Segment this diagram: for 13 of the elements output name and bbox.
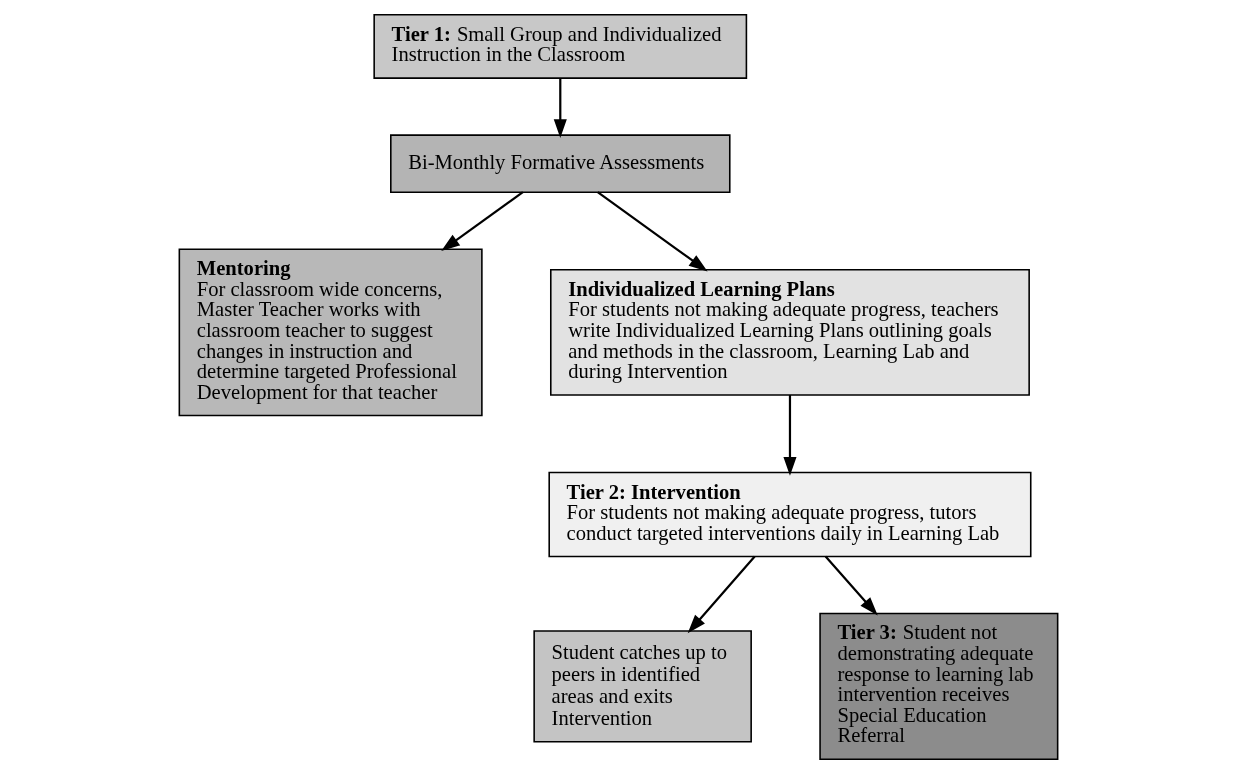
arrow xyxy=(440,191,523,252)
node-box: Tier 1: Small Group and Individualized Instruction in the Classroom xyxy=(372,13,747,79)
arrow xyxy=(553,78,567,138)
node-box: Student catches up to peers in identified areas and exits Intervention xyxy=(532,630,752,743)
node-box: Bi-Monthly Formative Assessments xyxy=(389,134,731,193)
arrow xyxy=(596,191,708,272)
node-box: Tier 2: Intervention For students not making adequate progress, tutors conduct targeted interventions daily in Learning Lab xyxy=(547,471,1032,558)
node-box: Individualized Learning Plans For students not making adequate progress, teachers write Individualized Learning Plans outlining goals and methods in the classroom, Learning Lab and during Intervention xyxy=(549,269,1030,396)
arrow xyxy=(824,555,878,616)
node-box: Mentoring For classroom wide concerns, Master Teacher works with classroom teacher to suggest changes in instruction and determine targeted Professional Development for that teacher xyxy=(178,248,483,417)
arrow xyxy=(782,395,797,476)
node-box: Tier 3: Student not demonstrating adequate response to learning lab intervention receives Special Education Referral xyxy=(818,612,1058,761)
arrow xyxy=(687,555,755,634)
